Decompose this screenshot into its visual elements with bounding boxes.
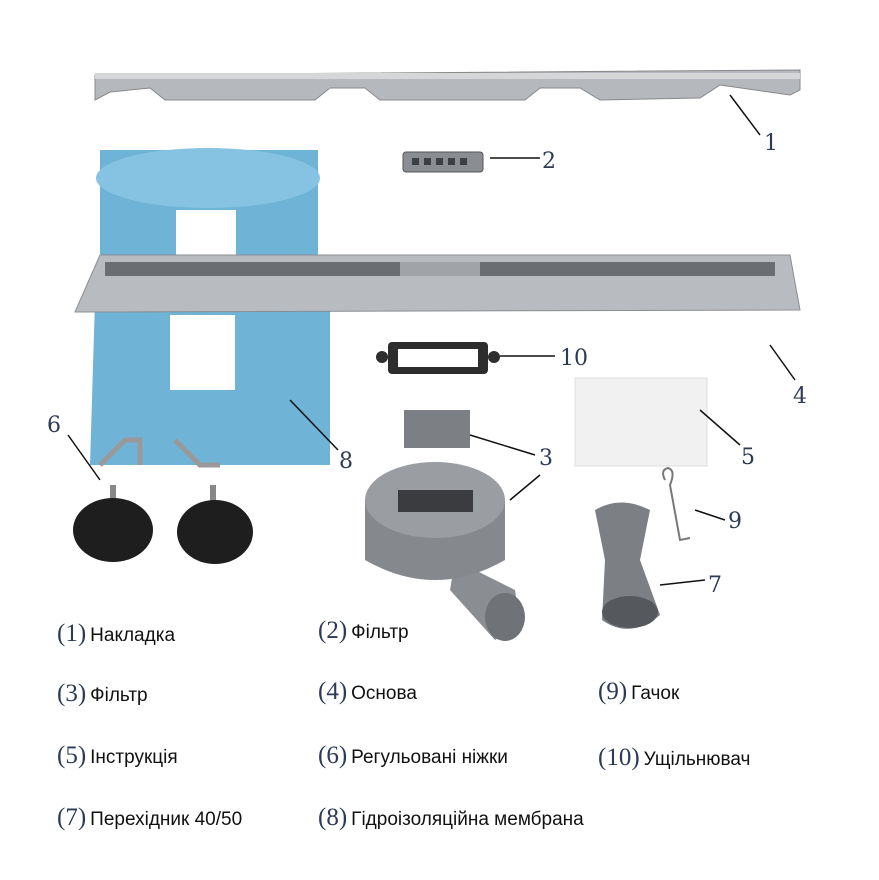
adapter-part: [595, 502, 660, 629]
leader-lines: [67, 94, 796, 586]
callout-10: 10: [560, 346, 588, 371]
callout-4: 4: [793, 384, 807, 409]
legend-item: (10)Ущільнювач: [598, 744, 751, 771]
callout-5: 5: [741, 445, 755, 470]
channel-base-part: [74, 254, 801, 313]
callout-9: 9: [728, 509, 742, 534]
legend-item: (4)Основа: [318, 678, 417, 705]
legend-item: (3)Фільтр: [57, 680, 148, 707]
legend-item: (9)Гачок: [598, 678, 680, 705]
legend-item: (1)Накладка: [57, 620, 176, 647]
callout-7: 7: [708, 573, 722, 598]
feet-part: [73, 437, 253, 564]
legend-item: (5)Інструкція: [57, 742, 178, 769]
legend-item: (7)Перехідник 40/50: [57, 804, 243, 831]
legend-item: (8)Гідроізоляційна мембрана: [318, 804, 584, 831]
hook-part: [662, 466, 691, 542]
callout-2: 2: [542, 149, 556, 174]
callout-3: 3: [539, 446, 553, 471]
drain-trap-part: [365, 410, 525, 641]
callout-6: 6: [47, 413, 61, 438]
legend-item: (6)Регульовані ніжки: [318, 742, 508, 769]
legend-item: (2)Фільтр: [318, 617, 409, 644]
instruction-sheet-part: [574, 377, 708, 467]
cover-strip-part: [94, 69, 801, 101]
callout-1: 1: [764, 131, 778, 156]
callout-8: 8: [339, 449, 353, 474]
seal-part: [376, 342, 500, 374]
small-filter-part: [402, 151, 484, 173]
